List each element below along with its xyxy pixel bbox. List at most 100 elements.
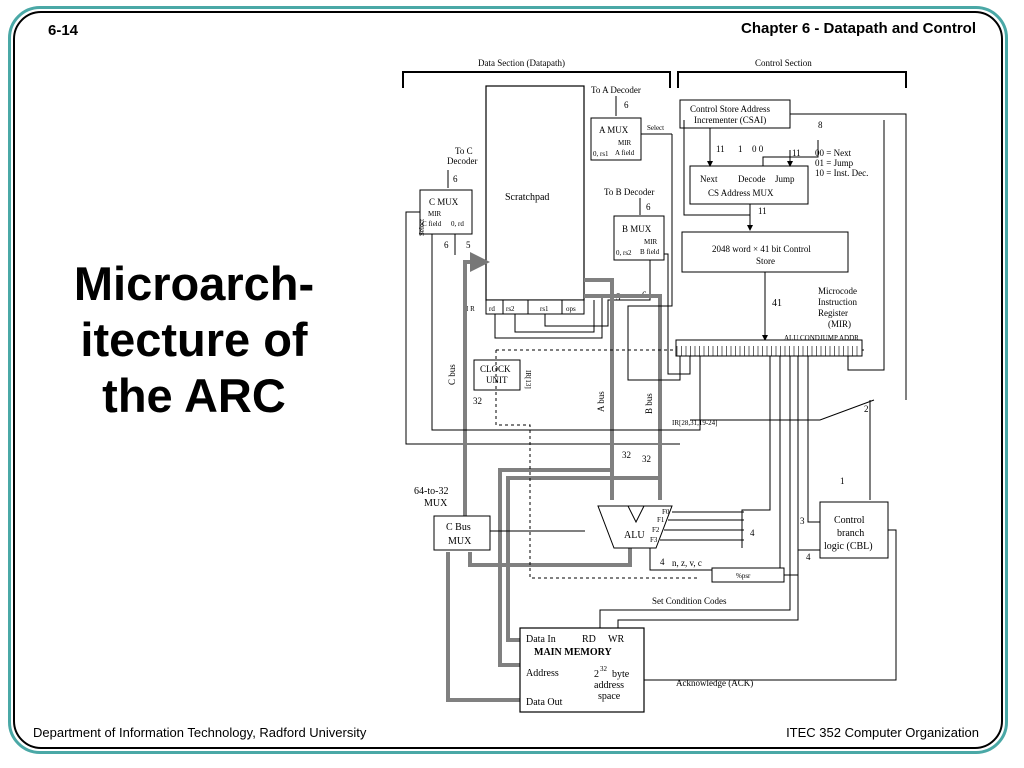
width-32-bbus: 32 xyxy=(642,454,651,464)
alu-label: ALU xyxy=(624,530,645,541)
slide-title-line-1: Microarch- xyxy=(73,257,315,310)
footer-department: Department of Information Technology, Ra… xyxy=(33,725,367,740)
mux64-line1: 64-to-32 xyxy=(414,486,448,497)
mem-size-exp: 32 xyxy=(600,665,608,673)
width-6-c: 6 xyxy=(453,174,458,184)
chapter-title: Chapter 6 - Datapath and Control xyxy=(740,20,976,37)
data-section-label: Data Section (Datapath) xyxy=(478,58,565,68)
mem-line3: space xyxy=(598,691,621,702)
mem-rd: RD xyxy=(582,634,596,645)
to-a-decoder-label: To A Decoder xyxy=(591,85,641,95)
width-6-a: 6 xyxy=(624,100,629,110)
c-mux-mir: MIR xyxy=(428,210,442,218)
alu-f2: F2 xyxy=(652,526,660,534)
to-c-decoder-label-2: Decoder xyxy=(447,156,477,166)
c-mux-title: C MUX xyxy=(429,197,459,207)
a-mux-left: 0, rs1 xyxy=(593,150,609,158)
psr-label: %psr xyxy=(736,572,751,580)
mir-line4: (MIR) xyxy=(828,319,851,329)
main-memory: Data In RD WR MAIN MEMORY Address 2 32 b… xyxy=(519,627,645,713)
legend-1: 00 = Next xyxy=(815,148,852,158)
b-mux-left: 0, rs2 xyxy=(616,249,632,257)
legend-3: 10 = Inst. Dec. xyxy=(815,168,868,178)
width-6-b: 6 xyxy=(646,202,651,212)
ack-label: Acknowledge (ACK) xyxy=(676,678,753,688)
a-mux: A MUX MIR 0, rs1 A field xyxy=(590,117,642,161)
cs-mux-jump: Jump xyxy=(775,174,795,184)
c-bus-mux: C Bus MUX xyxy=(433,515,491,551)
width-3-cbl: 3 xyxy=(800,516,805,526)
control-store-line1: 2048 word × 41 bit Control xyxy=(712,244,811,254)
width-8: 8 xyxy=(818,120,823,130)
jump-bit-1: 1 xyxy=(738,144,743,154)
cs-address-mux: Next Decode Jump CS Address MUX xyxy=(689,165,809,205)
alu: ALU xyxy=(597,505,673,549)
width-41: 41 xyxy=(772,298,782,309)
cbl-line1: Control xyxy=(834,515,865,526)
jump-bit-00: 0 0 xyxy=(752,144,764,154)
csai-line2: Incrementer (CSAI) xyxy=(694,115,766,125)
cs-mux-decode: Decode xyxy=(738,174,765,184)
cbl-line2: branch xyxy=(837,528,864,539)
width-32-cbus: 32 xyxy=(473,396,482,406)
mem-title: MAIN MEMORY xyxy=(534,647,612,658)
control-section-label: Control Section xyxy=(755,58,812,68)
section-brackets xyxy=(402,71,907,88)
width-32-abus: 32 xyxy=(622,450,631,460)
a-mux-title: A MUX xyxy=(599,125,629,135)
ir-field-strip: I R rd rs2 rs1 ops xyxy=(466,299,585,315)
ir13-label: IR[13] xyxy=(524,370,532,389)
mir-alu-label: ALU xyxy=(784,334,798,342)
slide-title-line-3: the ARC xyxy=(102,369,286,422)
mir-jumpaddr-label: JUMP ADDR xyxy=(820,334,859,342)
mir-line1: Microcode xyxy=(818,286,857,296)
c-bus-label: C bus xyxy=(447,364,457,385)
mem-size-base: 2 xyxy=(594,669,599,680)
width-5-cmux: 5 xyxy=(466,240,471,250)
b-mux-field: B field xyxy=(640,248,660,256)
set-cc-label: Set Condition Codes xyxy=(652,596,727,606)
c-mux-select: Select xyxy=(418,219,426,236)
c-mux: C MUX MIR C field 0, rd xyxy=(419,189,473,235)
slide-number: 6-14 xyxy=(48,22,79,39)
b-mux-mir: MIR xyxy=(644,238,658,246)
mir-line2: Instruction xyxy=(818,297,857,307)
b-mux-title: B MUX xyxy=(622,224,652,234)
legend-2: 01 = Jump xyxy=(815,158,854,168)
to-c-decoder-label-1: To C xyxy=(455,146,473,156)
ir-range-label: IR[28,31,19-24] xyxy=(672,419,718,427)
scratchpad-label: Scratchpad xyxy=(505,192,549,203)
cs-mux-next: Next xyxy=(700,174,718,184)
mem-data-in: Data In xyxy=(526,634,556,645)
mir-line3: Register xyxy=(818,308,848,318)
b-mux: B MUX MIR 0, rs2 B field xyxy=(613,215,665,261)
width-6-cmux: 6 xyxy=(444,240,449,250)
psr-register: %psr xyxy=(711,567,785,583)
cbl-line3: logic (CBL) xyxy=(824,541,873,552)
alu-f3: F3 xyxy=(650,536,658,544)
alu-f1: F1 xyxy=(657,516,665,524)
width-4-psr: 4 xyxy=(806,552,811,562)
cs-mux-title: CS Address MUX xyxy=(708,188,774,198)
b-bus-label: B bus xyxy=(644,393,654,414)
mem-size-unit: byte xyxy=(612,669,630,680)
mux64-line2: MUX xyxy=(424,498,448,509)
control-store: 2048 word × 41 bit Control Store xyxy=(681,231,849,273)
width-11-jump: 11 xyxy=(792,148,801,158)
mem-wr: WR xyxy=(608,634,624,645)
mir-register xyxy=(675,339,863,357)
alu-function-lines xyxy=(660,511,744,541)
slide-title: Microarch- itecture of the ARC xyxy=(44,256,344,424)
mem-line2: address xyxy=(594,680,624,691)
ir-rs2: rs2 xyxy=(506,305,515,313)
ir-label: I R xyxy=(466,305,475,313)
scratchpad: Scratchpad xyxy=(485,85,585,301)
a-mux-mir: MIR xyxy=(618,139,632,147)
mem-data-out: Data Out xyxy=(526,697,563,708)
ir-rd: rd xyxy=(489,305,495,313)
clock-unit: CLOCK UNIT xyxy=(473,359,521,391)
slide-title-line-2: itecture of xyxy=(80,313,308,366)
width-2: 2 xyxy=(864,404,869,414)
width-4-flags: 4 xyxy=(660,557,665,567)
